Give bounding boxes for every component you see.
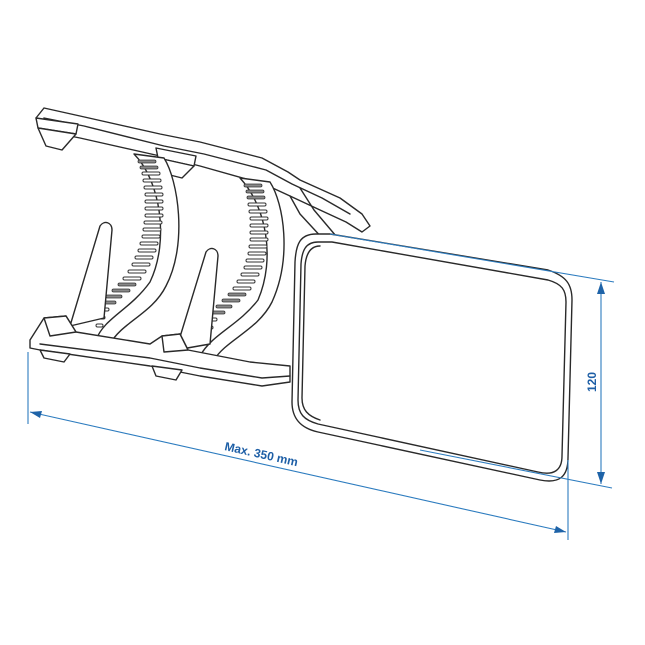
arrow-up-icon [597,282,605,294]
top-rail [35,107,371,241]
width-label: Max. 350 mm [223,439,299,469]
left-strap [95,153,180,345]
arrow-left-icon [30,411,42,418]
left-strap-slots [95,159,164,328]
arrow-down-icon [597,472,605,484]
height-extension-bottom [419,449,613,489]
arrow-right-icon [554,526,566,533]
width-dimension-line [29,411,567,533]
height-dimension: 120 [329,233,615,489]
mirror-head [291,233,573,482]
clamp-fingers [69,221,219,351]
height-extension-top [329,233,615,283]
height-label: 120 [585,372,599,392]
bottom-rail [29,315,291,387]
